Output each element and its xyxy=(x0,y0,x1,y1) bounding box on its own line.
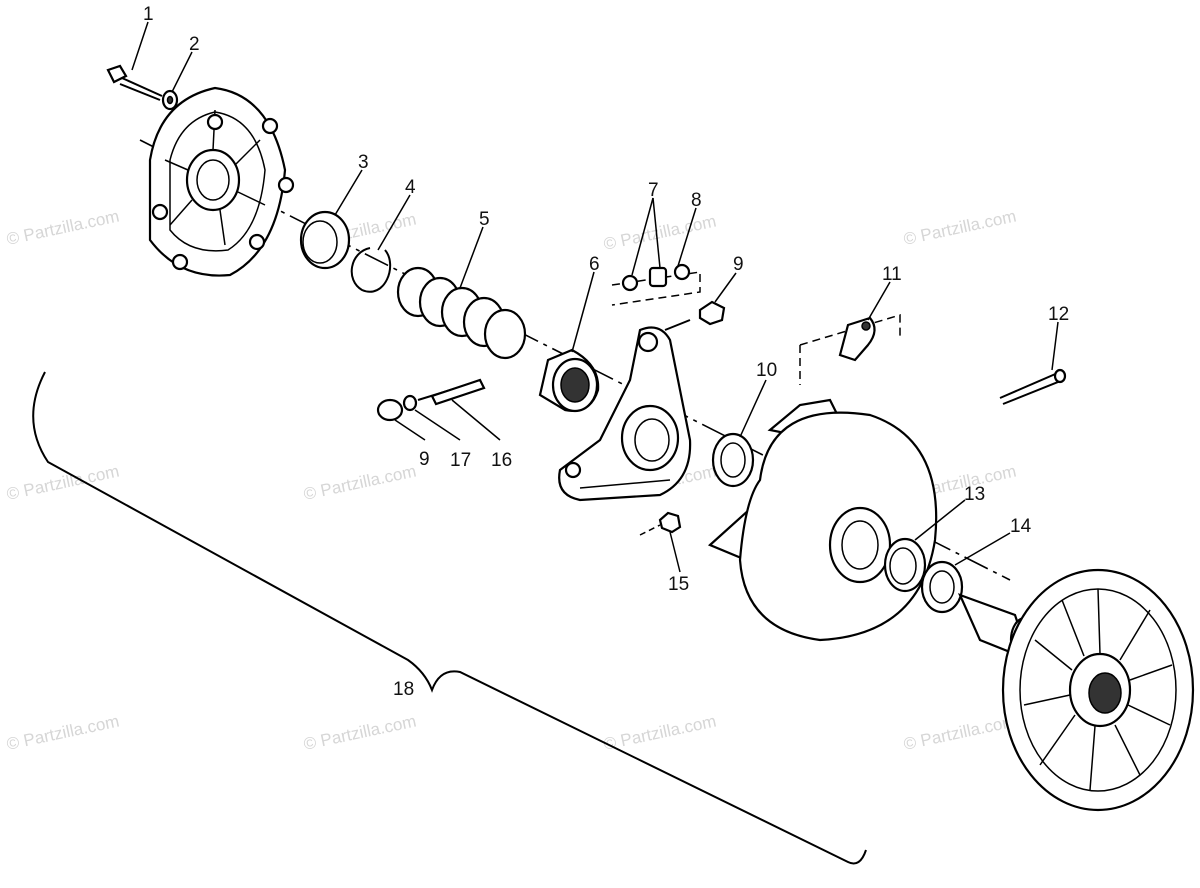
callout-4: 4 xyxy=(405,177,416,198)
washer-part xyxy=(161,89,179,111)
callout-13: 13 xyxy=(964,484,985,505)
callout-8: 8 xyxy=(691,190,702,211)
sheave-bushing-part xyxy=(883,537,927,593)
pin-part xyxy=(999,368,1067,405)
callout-14: 14 xyxy=(1010,516,1032,537)
leader-lines xyxy=(131,21,1059,573)
watermark: © Partzilla.com xyxy=(902,207,1018,249)
thrust-washer-part xyxy=(711,432,755,488)
callout-6: 6 xyxy=(589,254,600,275)
callout-18: 18 xyxy=(393,679,414,700)
callout-9-right: 9 xyxy=(733,254,744,275)
spring-part xyxy=(396,266,527,360)
callout-12: 12 xyxy=(1048,304,1069,325)
bushing-part xyxy=(299,210,351,270)
callout-9-left: 9 xyxy=(419,449,430,470)
snap-ring-part xyxy=(350,247,392,293)
clutch-cover-part xyxy=(148,86,295,277)
assembly-bracket xyxy=(32,371,867,865)
movable-sheave-part xyxy=(707,398,938,642)
watermark: © Partzilla.com xyxy=(302,462,418,504)
callout-5: 5 xyxy=(479,209,490,230)
watermark: © Partzilla.com xyxy=(5,207,121,249)
callout-7: 7 xyxy=(648,180,659,201)
lower-pin-set xyxy=(376,378,486,422)
weight-part xyxy=(799,313,901,385)
spider-arm-part xyxy=(558,319,692,502)
shaft-washer-part xyxy=(920,560,964,614)
callout-11: 11 xyxy=(882,264,902,285)
callout-2: 2 xyxy=(189,34,200,55)
callout-15: 15 xyxy=(668,574,689,595)
callout-16: 16 xyxy=(491,450,512,471)
watermark: © Partzilla.com xyxy=(902,712,1018,754)
pin-and-spacer-parts xyxy=(611,263,701,306)
watermark: © Partzilla.com xyxy=(302,712,418,754)
lower-nut-part xyxy=(639,511,682,536)
callout-1: 1 xyxy=(143,4,154,25)
nut-part xyxy=(698,300,726,326)
watermark: © Partzilla.com xyxy=(5,712,121,754)
watermark: © Partzilla.com xyxy=(602,712,718,754)
callout-17: 17 xyxy=(450,450,471,471)
fixed-sheave-part xyxy=(957,568,1195,812)
watermark: © Partzilla.com xyxy=(602,212,718,254)
callouts: 1 2 3 4 5 6 7 8 9 9 10 11 12 13 14 15 16… xyxy=(143,4,1069,700)
callout-3: 3 xyxy=(358,152,369,173)
watermark: © Partzilla.com xyxy=(5,462,121,504)
callout-10: 10 xyxy=(756,360,777,381)
bolt-part xyxy=(106,64,163,101)
roller-part xyxy=(538,348,600,413)
